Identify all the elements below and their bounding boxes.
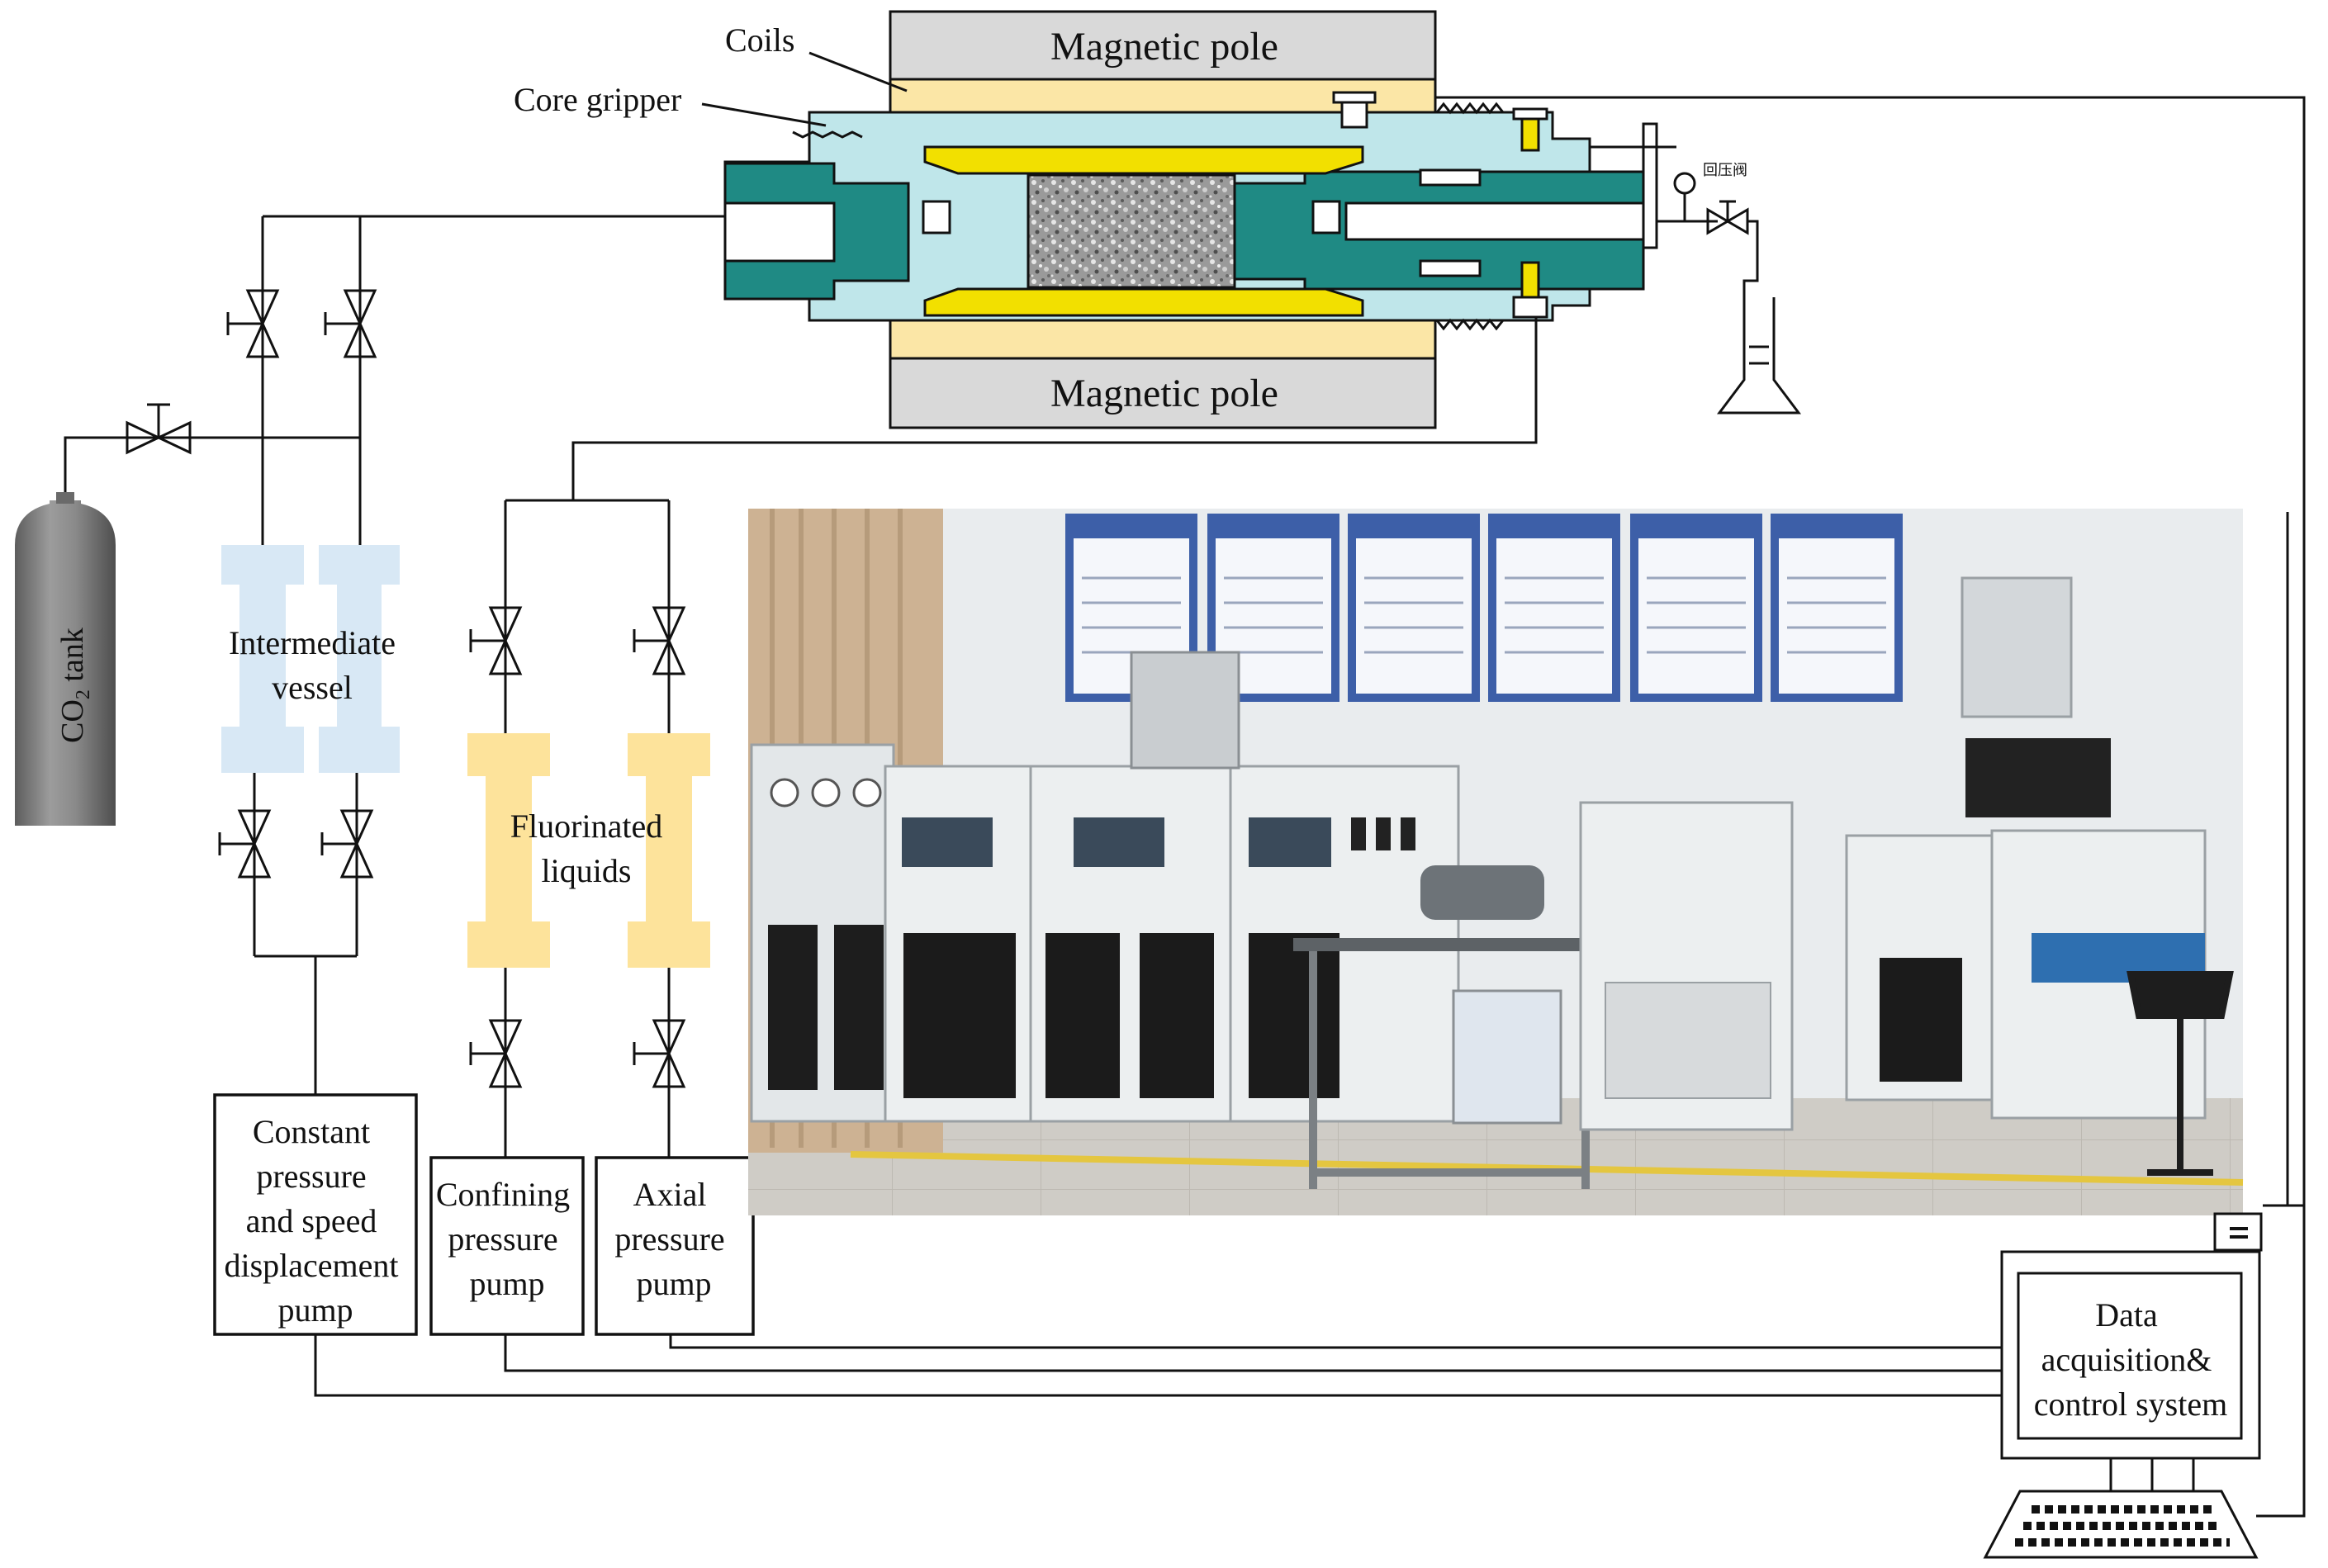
thread-top (1435, 102, 1505, 115)
fluorinated-vessel-2 (628, 733, 710, 968)
co2-tank-neck (56, 492, 74, 504)
tank-to-manifold-pipe (64, 436, 264, 492)
electrical-box (1961, 576, 2073, 718)
keyboard-cable (2256, 1206, 2306, 1518)
data-acquisition-system: Data acquisition& control system (1983, 1206, 2306, 1559)
experiment-table (1293, 938, 1607, 951)
valve-confining-bottom (469, 1019, 523, 1088)
graduated-cylinder (1717, 297, 1801, 415)
back-pressure-valve (1706, 200, 1749, 235)
slot-top (1419, 168, 1482, 187)
dual-cylinders (1130, 651, 1240, 770)
valve-vessel-1-bottom (218, 809, 272, 879)
chiller-unit (1452, 989, 1562, 1125)
fluorinated-liquids-label-1: Fluorinated (510, 808, 662, 845)
core-gripper-label: Core gripper (514, 81, 681, 118)
magnetic-pole-top (889, 10, 1437, 81)
valve-vessel-1-top (226, 289, 280, 358)
lab-chair (2126, 971, 2234, 1176)
coils-bottom (889, 319, 1437, 360)
right-bottom-port (1520, 261, 1540, 301)
computer-stand (2213, 1212, 2263, 1252)
co2-tank (15, 500, 116, 826)
valve-vessel-2-bottom (320, 809, 374, 879)
lab-photograph (748, 509, 2244, 1215)
valve-vessel-2-top (324, 289, 377, 358)
confining-pressure-pump (429, 1156, 585, 1336)
displacement-pump-label: Constant pressure and speed displacement… (224, 1113, 406, 1329)
intermediate-vessel-1 (221, 545, 304, 773)
coils-label: Coils (725, 21, 794, 59)
pressure-header-line (571, 317, 1538, 500)
rock-core-sample (1027, 173, 1236, 289)
left-inlet-bore (723, 201, 836, 263)
outlet-to-beaker (1742, 220, 1759, 297)
pressure-system: Fluorinated liquids Confining pressure p… (429, 317, 1538, 1336)
wire-axial-pump (669, 1334, 2002, 1349)
axial-pump-label: Axial pressure pump (614, 1176, 733, 1302)
right-top-port-head (1512, 107, 1548, 121)
co2-tank-label: CO2 tank (55, 628, 94, 743)
monitor-to-keyboard (2109, 1458, 2195, 1491)
right-outlet-bore (1344, 201, 1645, 241)
fluorinated-vessel-1 (467, 733, 550, 968)
coils-leader (808, 51, 908, 92)
intermediate-vessel-2 (319, 545, 400, 773)
left-pin (922, 200, 951, 234)
valve-axial-top (633, 606, 686, 675)
axial-pressure-pump (595, 1156, 755, 1336)
top-port-head (1332, 91, 1377, 104)
slot-bottom (1419, 259, 1482, 277)
data-system-label: Data acquisition& control system (2034, 1296, 2227, 1423)
intermediate-vessel-label-2: vessel (272, 669, 353, 706)
core-holder-assembly: 回压阀 Magnetic pole Magnetic pole Coils Co… (514, 10, 1801, 429)
cylinder-marks (1749, 345, 1769, 365)
thread-left (792, 130, 863, 139)
computer-monitor-screen (2017, 1272, 2243, 1440)
wire-magnet-to-controller (1435, 96, 2306, 1207)
wire-displacement-pump (314, 1334, 2002, 1397)
valve-co2-outlet (126, 403, 192, 455)
rubber-sleeve-top (923, 145, 1364, 175)
confining-pump-label: Confining pressure pump (436, 1176, 578, 1302)
injection-system: CO2 tank (15, 215, 725, 1336)
rubber-sleeve-bottom (923, 287, 1364, 317)
thread-bottom (1435, 318, 1505, 331)
pressure-gauge (1673, 172, 1696, 195)
right-bottom-port-head (1512, 296, 1548, 319)
fluorinated-liquids-label-2: liquids (542, 852, 632, 889)
magnetic-pole-top-label: Magnetic pole (1050, 25, 1278, 69)
signal-wiring (314, 96, 2306, 1397)
poster-text-lines (1082, 576, 1886, 654)
magnetic-pole-bottom (889, 357, 1437, 429)
wire-confining-pump (504, 1334, 2002, 1372)
magnetic-pole-bottom-label: Magnetic pole (1050, 372, 1278, 415)
end-flange (1642, 122, 1658, 249)
keyboard-keys (2015, 1505, 2230, 1547)
back-pressure-valve-label: 回压阀 (1703, 162, 1747, 178)
computer-monitor (1965, 738, 2111, 817)
valve-axial-bottom (633, 1019, 686, 1088)
valve-confining-top (469, 606, 523, 675)
core-gripper-leader (701, 102, 827, 127)
right-pin (1311, 200, 1341, 234)
displacement-pump (213, 1093, 418, 1336)
photo-core-holder (1420, 865, 1544, 920)
intermediate-vessel-label-1: Intermediate (229, 624, 396, 661)
